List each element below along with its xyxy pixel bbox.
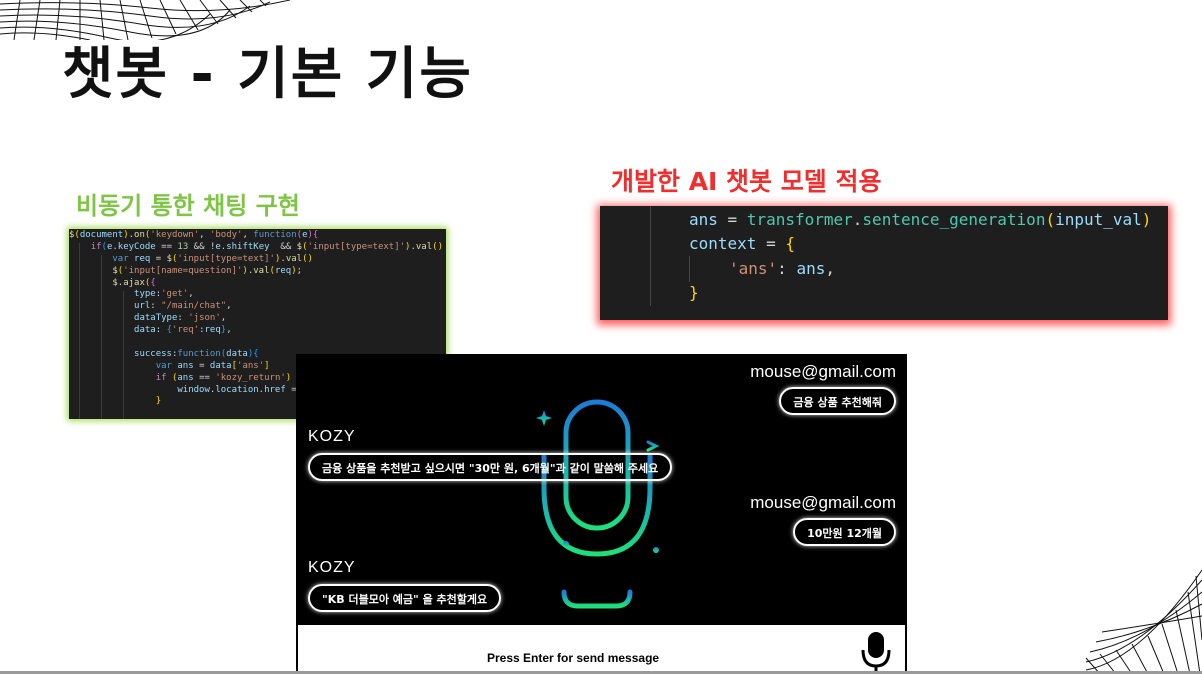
code-line: url: "/main/chat",: [134, 301, 232, 312]
message-sender: mouse@gmail.com: [750, 362, 896, 381]
bot-name: KOZY: [308, 559, 356, 576]
message-sender: mouse@gmail.com: [750, 493, 896, 512]
code-line: }: [689, 283, 699, 302]
code-line: }: [155, 396, 162, 407]
javascript-code-snippet: $(document).on('keydown', 'body', functi…: [69, 229, 446, 419]
code-line: type:'get',: [134, 289, 194, 300]
message-input-bar[interactable]: Press Enter for send message: [298, 625, 905, 674]
async-chat-label: 비동기 통한 채팅 구현: [76, 192, 300, 220]
bot-message-bubble: 금융 상품을 추천받고 싶으시면 "30만 원, 6개월"과 같이 말씀해 주세…: [308, 453, 673, 481]
code-line: if(e.keyCode == 13 && !e.shiftKey && $('…: [90, 241, 443, 252]
python-code-snippet: ans = transformer.sentence_generation(in…: [600, 206, 1168, 320]
code-line: ans = transformer.sentence_generation(in…: [689, 210, 1152, 229]
user-message-bubble: 금융 상품 추천해줘: [779, 387, 896, 415]
chat-window: mouse@gmail.com 금융 상품 추천해줘 KOZY 금융 상품을 추…: [296, 354, 907, 674]
microphone-background-icon: [536, 399, 660, 617]
code-line: var req = $('input[type=text]').val(): [112, 253, 313, 264]
bot-name: KOZY: [308, 428, 356, 445]
slide-title: 챗봇 - 기본 기능: [62, 42, 473, 107]
code-line: success:function(data){: [134, 348, 259, 359]
code-line: data: {'req':req},: [134, 325, 232, 336]
microphone-icon[interactable]: [861, 630, 891, 674]
code-line: $(document).on('keydown', 'body', functi…: [69, 230, 319, 240]
bot-message-bubble: "KB 더블모아 예금" 을 추천할게요: [308, 584, 502, 612]
code-line: [69, 337, 446, 349]
wireframe-decoration-top: [0, 0, 290, 40]
ai-model-label: 개발한 AI 챗봇 모델 적용: [611, 167, 882, 196]
code-line: context = {: [689, 234, 795, 253]
code-line: 'ans': ans,: [729, 259, 835, 278]
code-line: $('input[name=question]').val(req);: [112, 265, 303, 276]
slide-bottom-border: [0, 671, 1202, 674]
code-line: var ans = data['ans']: [155, 360, 270, 371]
message-input-prompt: Press Enter for send message: [487, 651, 660, 665]
wireframe-decoration-bottom: [1085, 569, 1202, 674]
user-message-bubble: 10만원 12개월: [793, 518, 896, 546]
code-line: $.ajax({: [112, 277, 156, 288]
code-line: dataType: 'json',: [134, 313, 227, 324]
